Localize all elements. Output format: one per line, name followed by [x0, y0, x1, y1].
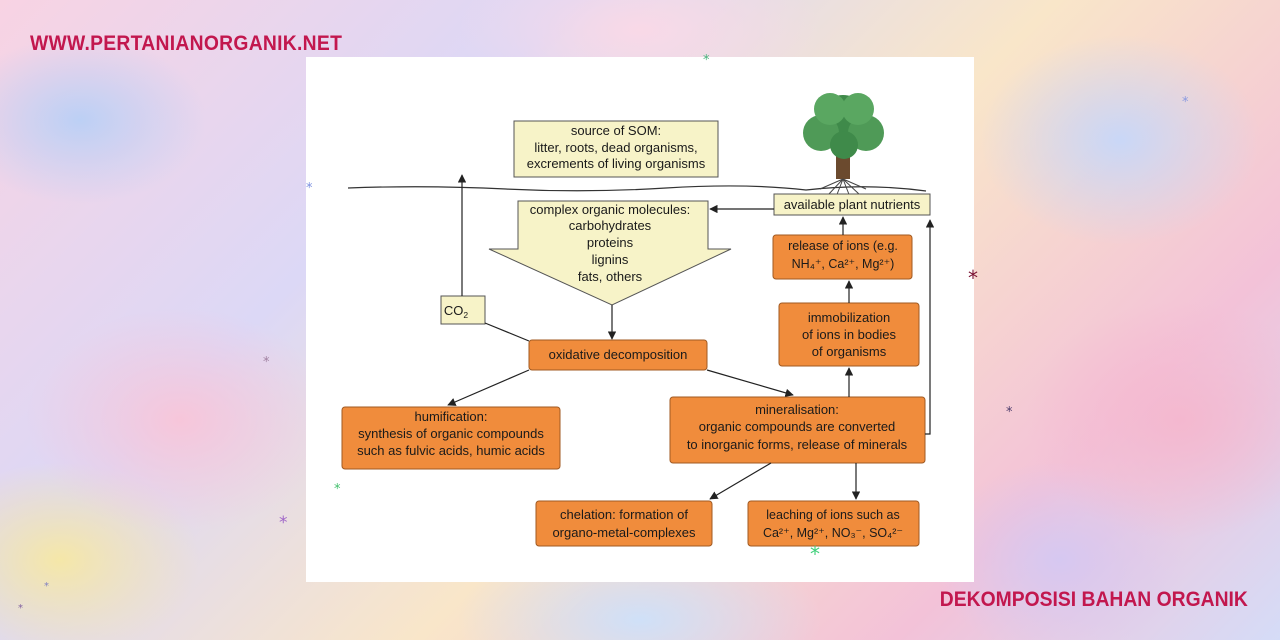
sparkle-icon: *: [263, 355, 270, 370]
source-title: source of SOM:: [571, 123, 661, 138]
immob-line3: of organisms: [812, 344, 887, 359]
sparkle-icon: *: [1006, 405, 1013, 420]
complex-item-4: fats, others: [578, 269, 643, 284]
sparkle-icon: *: [279, 513, 288, 533]
immobilization-box: immobilization of ions in bodies of orga…: [778, 302, 920, 367]
source-of-som-box: source of SOM: litter, roots, dead organ…: [513, 120, 719, 178]
humi-line1: humification:: [415, 409, 488, 424]
sparkle-icon: *: [703, 53, 710, 68]
co2-label: CO: [444, 303, 464, 318]
ground-line: [347, 185, 927, 192]
source-line1: litter, roots, dead organisms,: [534, 140, 697, 155]
sparkle-icon: *: [968, 266, 978, 290]
complex-item-3: lignins: [592, 252, 629, 267]
site-url-label: WWW.PERTANIANORGANIK.NET: [30, 32, 343, 55]
chelation-box: chelation: formation of organo-metal-com…: [535, 500, 713, 547]
decomposition-diagram: source of SOM: litter, roots, dead organ…: [341, 93, 935, 547]
leach-line2: Ca²⁺, Mg²⁺, NO₃⁻, SO₄²⁻: [763, 526, 903, 540]
humi-line3: such as fulvic acids, humic acids: [357, 443, 545, 458]
tree-icon: [803, 93, 884, 198]
svg-text:CO2: CO2: [444, 303, 469, 320]
release-line1: release of ions (e.g.: [788, 239, 898, 253]
arrow-miner-to-chel: [709, 462, 772, 500]
chel-line1: chelation: formation of: [560, 507, 688, 522]
leaching-box: leaching of ions such as Ca²⁺, Mg²⁺, NO₃…: [747, 500, 920, 547]
co2-box: CO2: [440, 295, 486, 325]
humification-box: humification: synthesis of organic compo…: [341, 406, 561, 470]
sparkle-icon: *: [18, 603, 23, 614]
release-of-ions-box: release of ions (e.g. NH₄⁺, Ca²⁺, Mg²⁺): [772, 234, 913, 280]
complex-title: complex organic molecules:: [530, 202, 690, 217]
plant-nutrients-box: available plant nutrients: [773, 193, 931, 216]
miner-line3: to inorganic forms, release of minerals: [687, 437, 908, 452]
flow-arrows: [447, 174, 935, 500]
miner-line1: mineralisation:: [755, 402, 839, 417]
immob-line2: of ions in bodies: [802, 327, 896, 342]
diagram-panel: source of SOM: litter, roots, dead organ…: [306, 57, 974, 582]
complex-item-1: carbohydrates: [569, 218, 652, 233]
source-line2: excrements of living organisms: [527, 156, 706, 171]
release-line2: NH₄⁺, Ca²⁺, Mg²⁺): [792, 257, 895, 271]
miner-line2: organic compounds are converted: [699, 419, 896, 434]
sparkle-icon: *: [810, 542, 820, 566]
page-caption: DEKOMPOSISI BAHAN ORGANIK: [939, 588, 1248, 611]
sparkle-icon: *: [1182, 95, 1189, 110]
complex-molecules-arrow: complex organic molecules: carbohydrates…: [488, 200, 732, 306]
humi-line2: synthesis of organic compounds: [358, 426, 544, 441]
immob-line1: immobilization: [808, 310, 890, 325]
sparkle-icon: *: [44, 581, 49, 592]
sparkle-icon: *: [306, 181, 313, 196]
mineralisation-box: mineralisation: organic compounds are co…: [669, 396, 926, 464]
arrow-oxid-to-co2: [484, 322, 530, 342]
arrow-oxid-to-miner: [706, 369, 794, 397]
chel-line2: organo-metal-complexes: [552, 525, 696, 540]
arrow-miner-to-nutrients: [925, 219, 935, 435]
oxidative-label: oxidative decomposition: [549, 347, 688, 362]
arrow-oxid-to-humi: [447, 369, 530, 406]
leach-line1: leaching of ions such as: [766, 508, 899, 522]
co2-subscript: 2: [463, 310, 468, 320]
sparkle-icon: *: [334, 482, 341, 497]
complex-item-2: proteins: [587, 235, 634, 250]
oxidative-decomposition-box: oxidative decomposition: [528, 339, 708, 371]
plant-nutrients-label: available plant nutrients: [784, 197, 921, 212]
